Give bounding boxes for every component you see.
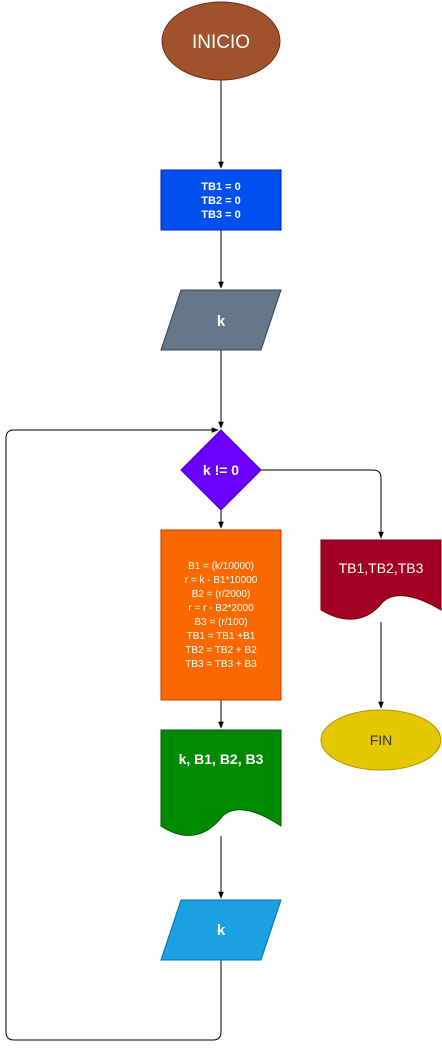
- input-node: k: [160, 289, 282, 351]
- init-process-node: TB1 = 0 TB2 = 0 TB3 = 0: [160, 169, 282, 231]
- process-line: TB3 = TB3 + B3: [185, 659, 257, 670]
- decision-node: k != 0: [180, 429, 262, 511]
- end-label: FIN: [370, 732, 393, 748]
- process-line: TB2 = TB2 + B2: [185, 645, 257, 656]
- output-final-node: TB1,TB2,TB3: [320, 539, 442, 620]
- output-final-label: TB1,TB2,TB3: [339, 560, 424, 576]
- input2-parallelogram: [160, 899, 282, 961]
- end-node: FIN: [320, 709, 442, 771]
- init-rect: [160, 169, 282, 231]
- decision-diamond: [180, 429, 262, 511]
- end-ellipse: [320, 709, 442, 771]
- input-parallelogram: [160, 289, 282, 351]
- input2-node: k: [160, 899, 282, 961]
- process-line: B1 = (k/10000): [188, 561, 254, 572]
- process-line: B3 = (r/100): [194, 617, 247, 628]
- process-node: B1 = (k/10000) r = k - B1*10000 B2 = (r/…: [160, 529, 282, 701]
- process-line: TB1 = TB1 +B1: [187, 631, 256, 642]
- init-line: TB1 = 0: [201, 181, 240, 193]
- input-label: k: [217, 313, 226, 330]
- start-label: INICIO: [192, 32, 250, 53]
- process-rect: [160, 529, 282, 701]
- edge-loop-back: [5, 427, 222, 1041]
- start-ellipse: [161, 1, 281, 81]
- decision-label: k != 0: [203, 462, 239, 478]
- output-loop-document: [160, 729, 282, 836]
- init-line: TB2 = 0: [201, 195, 240, 207]
- edge-decision-output-final: [261, 469, 384, 539]
- input2-label: k: [217, 922, 226, 939]
- process-line: r = k - B1*10000: [185, 575, 258, 586]
- process-line: B2 = (r/2000): [192, 589, 251, 600]
- start-node: INICIO: [161, 1, 281, 81]
- output-loop-node: k, B1, B2, B3: [160, 729, 282, 836]
- init-line: TB3 = 0: [201, 209, 240, 221]
- output-loop-label: k, B1, B2, B3: [179, 751, 264, 767]
- output-final-document: [320, 539, 442, 620]
- connectors: [5, 80, 384, 1041]
- process-line: r = r - B2*2000: [188, 603, 254, 614]
